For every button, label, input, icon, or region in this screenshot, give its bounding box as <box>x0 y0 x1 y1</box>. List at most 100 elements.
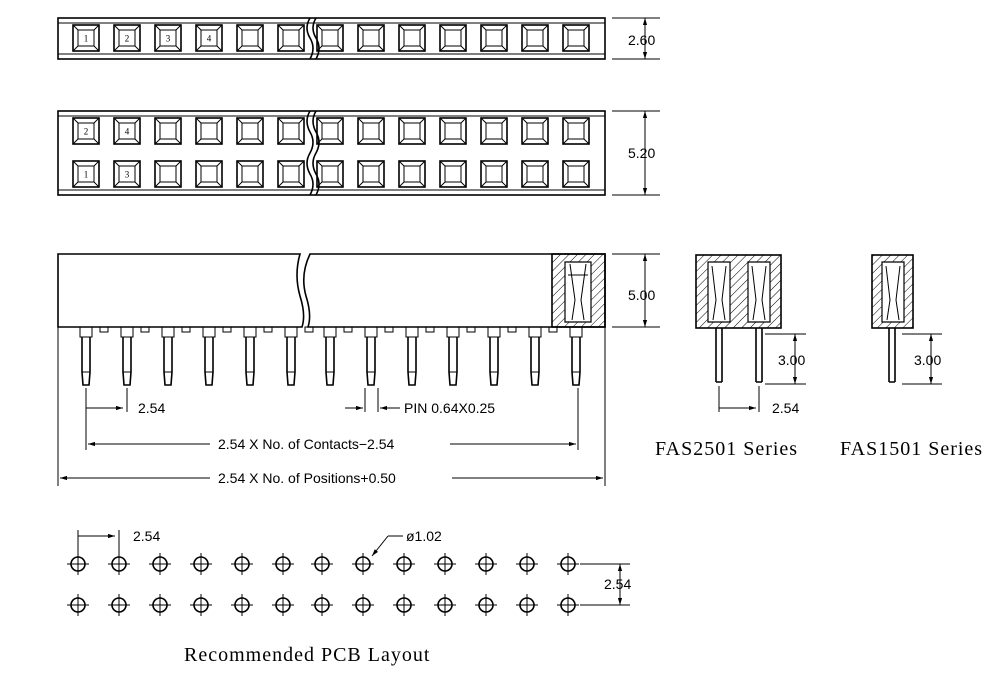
dim-contacts: 2.54 X No. of Contacts−2.54 <box>85 388 579 452</box>
pin-cavity <box>357 24 385 52</box>
side-body-left <box>57 253 305 328</box>
pcb-hole <box>352 553 374 575</box>
pin-cavity <box>154 117 182 145</box>
double-row-top-view: 2 4 1 3 <box>57 110 606 196</box>
pin-number-label: 4 <box>207 34 212 44</box>
pin-cavity <box>562 24 590 52</box>
pin-cavity: 3 <box>113 160 141 188</box>
fas2501-spring-right <box>751 265 767 321</box>
dim-positions: 2.54 X No. of Positions+0.50 <box>57 327 606 486</box>
pin-cavity <box>277 160 305 188</box>
pin-cavity <box>521 117 549 145</box>
pin-cavity <box>154 160 182 188</box>
pcb-hole <box>190 594 212 616</box>
break-line <box>306 110 314 196</box>
pin-cavity: 4 <box>195 24 223 52</box>
fas2501-cavity-left <box>707 261 731 323</box>
pin-cavity: 1 <box>72 160 100 188</box>
fas2501-series-label: FAS2501 Series <box>655 438 798 460</box>
side-pin <box>284 326 314 386</box>
fas1501-series-label: FAS1501 Series <box>840 438 983 460</box>
pin-cavity <box>439 160 467 188</box>
dim-label-contacts: 2.54 X No. of Contacts−2.54 <box>218 436 394 452</box>
pin-cavity <box>398 117 426 145</box>
pin-cavity <box>398 160 426 188</box>
break-line <box>306 17 314 60</box>
pin-cavity: 2 <box>72 117 100 145</box>
pin-cavity <box>480 24 508 52</box>
pcb-dim-hole: ø1.02 <box>406 528 442 544</box>
pcb-hole <box>393 594 415 616</box>
dim-height-side: 5.00 <box>612 253 660 328</box>
pin-number-label: 3 <box>125 170 130 180</box>
pcb-hole <box>231 553 253 575</box>
pin-cavity <box>236 117 264 145</box>
fas1501-pin <box>888 328 896 383</box>
pcb-hole <box>311 594 333 616</box>
pin-cavity <box>316 160 344 188</box>
pcb-hole <box>434 594 456 616</box>
dim-pin-size: PIN 0.64X0.25 <box>345 388 495 416</box>
pcb-hole <box>475 594 497 616</box>
pcb-hole <box>67 553 89 575</box>
side-pin <box>243 326 273 386</box>
pcb-layout: 2.54 ø1.02 2.54 Recommended PCB Layout <box>67 528 631 666</box>
side-pin <box>446 326 476 386</box>
fas2501-cavity-right <box>747 261 771 323</box>
break-line <box>312 17 320 60</box>
pcb-hole <box>108 553 130 575</box>
pin-cavity <box>236 160 264 188</box>
pin-cavity <box>357 117 385 145</box>
pin-cavity <box>398 24 426 52</box>
pcb-layout-title: Recommended PCB Layout <box>184 644 430 666</box>
pin-cavity <box>562 117 590 145</box>
pin-cavity: 1 <box>72 24 100 52</box>
pin-number-label: 3 <box>166 34 171 44</box>
pcb-hole <box>149 553 171 575</box>
pcb-dim-pitch: 2.54 <box>133 528 160 544</box>
pin-number-label: 2 <box>84 127 89 137</box>
side-pin <box>364 326 394 386</box>
fas1501-cavity <box>881 261 905 323</box>
pin-cavity <box>195 117 223 145</box>
pcb-hole <box>67 594 89 616</box>
pin-cavity <box>277 24 305 52</box>
dim-label-5-20: 5.20 <box>628 145 655 161</box>
pcb-dim-row: 2.54 <box>604 576 631 592</box>
side-pin <box>528 326 558 386</box>
pcb-hole <box>516 594 538 616</box>
pin-cavity <box>480 160 508 188</box>
pin-cavity <box>277 117 305 145</box>
pcb-hole <box>393 553 415 575</box>
pin-cavity <box>521 160 549 188</box>
fas2501-dim-pitch: 2.54 <box>772 400 799 416</box>
fas2501-pin-right <box>755 328 763 383</box>
fas1501-spring <box>885 265 901 321</box>
dim-pitch: 2.54 <box>85 388 165 416</box>
pin-cavity: 3 <box>154 24 182 52</box>
fas2501-spring-left <box>711 265 727 321</box>
fas2501-dim-tail: 3.00 <box>778 352 805 368</box>
side-view <box>57 253 606 386</box>
pin-cavity <box>195 160 223 188</box>
pcb-hole <box>149 594 171 616</box>
pin-number-label: 4 <box>125 127 130 137</box>
pin-number-label: 1 <box>84 170 89 180</box>
pcb-hole <box>231 594 253 616</box>
pcb-hole <box>434 553 456 575</box>
dim-label-pitch: 2.54 <box>138 400 165 416</box>
side-pin <box>79 326 109 386</box>
fas2501-section-view: 2.54 3.00 FAS2501 Series <box>655 254 806 460</box>
dim-label-positions: 2.54 X No. of Positions+0.50 <box>218 470 396 486</box>
pin-cavity: 4 <box>113 117 141 145</box>
dim-label-pin: PIN 0.64X0.25 <box>404 400 495 416</box>
pcb-hole <box>272 553 294 575</box>
fas1501-section-view: 3.00 FAS1501 Series <box>840 254 983 460</box>
pin-cavity <box>316 24 344 52</box>
pin-cavity <box>357 160 385 188</box>
pcb-hole <box>475 553 497 575</box>
dim-label-2-60: 2.60 <box>628 32 655 48</box>
pin-number-label: 2 <box>125 34 130 44</box>
